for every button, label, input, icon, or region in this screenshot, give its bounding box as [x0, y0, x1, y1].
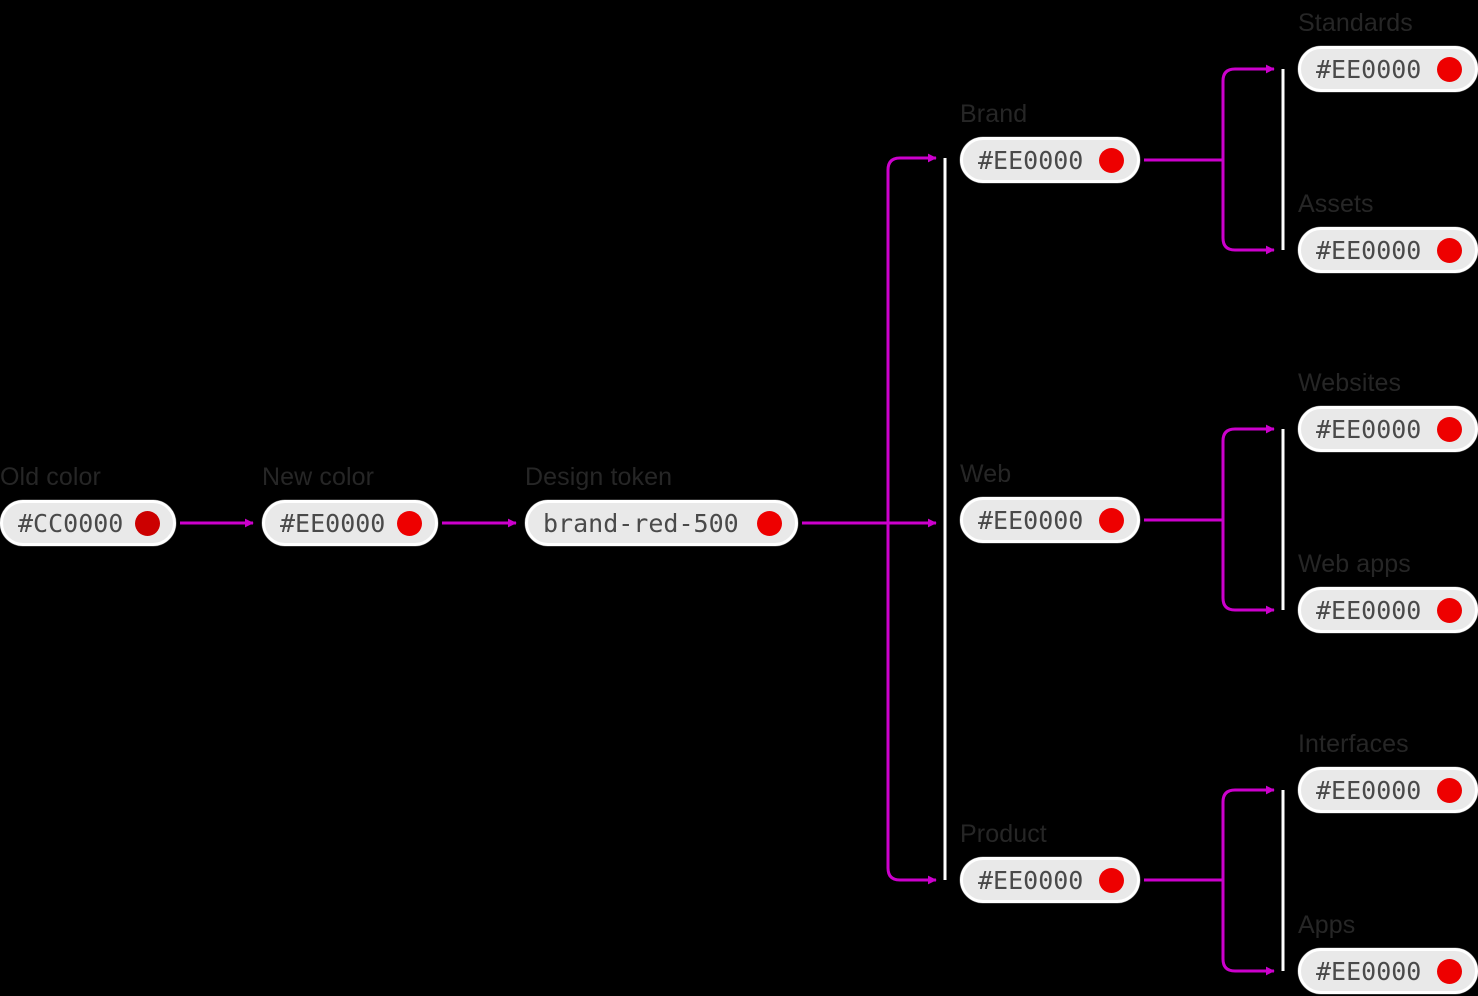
color-swatch-icon	[1437, 56, 1462, 82]
pill-value-interfaces: #EE0000	[1316, 775, 1422, 805]
edge-brand-to-standards	[1221, 64, 1275, 160]
pill-value-web: #EE0000	[978, 505, 1084, 535]
node-web[interactable]: Web #EE0000	[960, 462, 1140, 543]
color-swatch-icon	[1437, 777, 1462, 803]
pill-brand[interactable]: #EE0000	[960, 137, 1140, 183]
color-swatch-icon	[135, 510, 160, 536]
edge-token-to-brand	[886, 153, 937, 523]
pill-old-color[interactable]: #CC0000	[0, 500, 176, 546]
pill-value-web-apps: #EE0000	[1316, 595, 1422, 625]
pill-websites[interactable]: #EE0000	[1298, 406, 1478, 452]
pill-new-color[interactable]: #EE0000	[262, 500, 438, 546]
pill-web-apps[interactable]: #EE0000	[1298, 587, 1478, 633]
color-swatch-icon	[1099, 147, 1124, 173]
node-apps[interactable]: Apps #EE0000	[1298, 913, 1478, 994]
pill-interfaces[interactable]: #EE0000	[1298, 767, 1478, 813]
node-assets[interactable]: Assets #EE0000	[1298, 192, 1478, 273]
pill-apps[interactable]: #EE0000	[1298, 948, 1478, 994]
edge-product-to-apps	[1221, 880, 1275, 976]
edge-token-to-product	[886, 523, 937, 885]
pill-value-design-token: brand-red-500	[543, 508, 739, 538]
color-swatch-icon	[1437, 237, 1462, 263]
node-old-color[interactable]: Old color #CC0000	[0, 465, 176, 546]
node-brand[interactable]: Brand #EE0000	[960, 102, 1140, 183]
pill-value-assets: #EE0000	[1316, 235, 1422, 265]
node-label-apps: Apps	[1298, 911, 1356, 939]
color-swatch-icon	[1437, 416, 1462, 442]
node-label-interfaces: Interfaces	[1298, 730, 1409, 758]
node-label-websites: Websites	[1298, 369, 1402, 397]
node-label-product: Product	[960, 820, 1047, 848]
color-swatch-icon	[1099, 867, 1124, 893]
color-swatch-icon	[1437, 597, 1462, 623]
edge-web-to-web-apps	[1221, 520, 1275, 615]
pill-value-old-color: #CC0000	[18, 508, 124, 538]
node-label-old-color: Old color	[0, 463, 101, 491]
node-web-apps[interactable]: Web apps #EE0000	[1298, 552, 1478, 633]
pill-product[interactable]: #EE0000	[960, 857, 1140, 903]
node-new-color[interactable]: New color #EE0000	[262, 465, 438, 546]
pill-value-new-color: #EE0000	[280, 508, 386, 538]
pill-value-websites: #EE0000	[1316, 414, 1422, 444]
edge-brand-to-assets	[1221, 160, 1275, 255]
pill-web[interactable]: #EE0000	[960, 497, 1140, 543]
node-product[interactable]: Product #EE0000	[960, 822, 1140, 903]
node-label-standards: Standards	[1298, 9, 1413, 37]
pill-value-product: #EE0000	[978, 865, 1084, 895]
pill-value-apps: #EE0000	[1316, 956, 1422, 986]
pill-assets[interactable]: #EE0000	[1298, 227, 1478, 273]
node-websites[interactable]: Websites #EE0000	[1298, 371, 1478, 452]
color-swatch-icon	[757, 510, 782, 536]
color-swatch-icon	[1437, 958, 1462, 984]
node-interfaces[interactable]: Interfaces #EE0000	[1298, 732, 1478, 813]
pill-value-standards: #EE0000	[1316, 54, 1422, 84]
node-label-design-token: Design token	[525, 463, 673, 491]
edge-web-to-websites	[1221, 424, 1275, 520]
node-label-brand: Brand	[960, 100, 1028, 128]
node-design-token[interactable]: Design token brand-red-500	[525, 465, 798, 546]
node-label-assets: Assets	[1298, 190, 1374, 218]
pill-standards[interactable]: #EE0000	[1298, 46, 1478, 92]
node-label-new-color: New color	[262, 463, 375, 491]
color-swatch-icon	[1099, 507, 1124, 533]
edge-product-to-interfaces	[1221, 785, 1275, 880]
node-label-web: Web	[960, 460, 1012, 488]
pill-value-brand: #EE0000	[978, 145, 1084, 175]
color-swatch-icon	[397, 510, 422, 536]
node-label-web-apps: Web apps	[1298, 550, 1411, 578]
node-standards[interactable]: Standards #EE0000	[1298, 11, 1478, 92]
pill-design-token[interactable]: brand-red-500	[525, 500, 798, 546]
